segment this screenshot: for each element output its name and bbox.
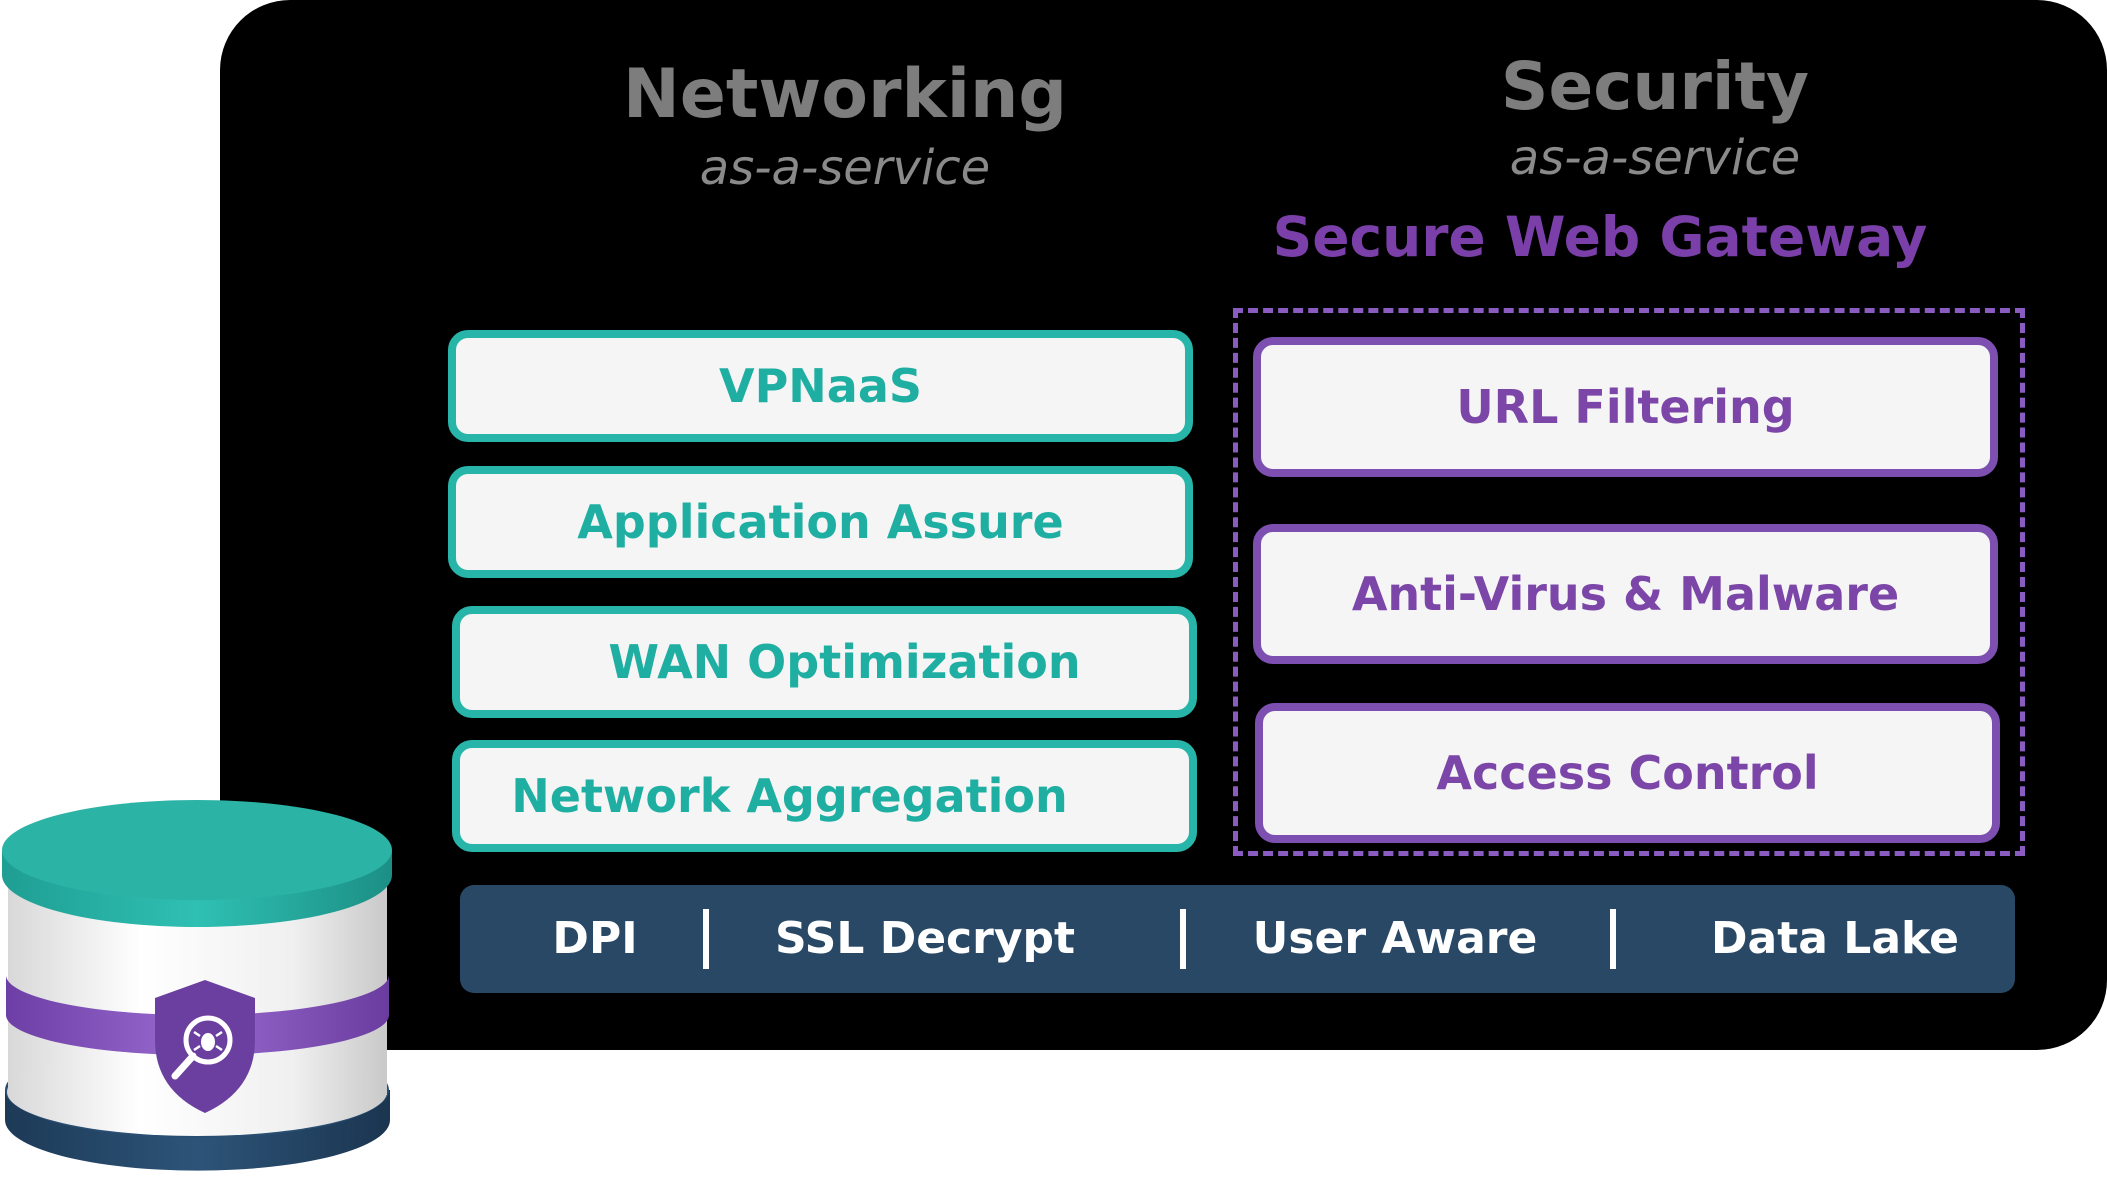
secure-web-gateway-group — [1233, 308, 2025, 856]
security-item-url-filtering: URL Filtering — [1253, 337, 1998, 477]
networking-title: Networking — [622, 55, 1068, 134]
networking-item-vpnaas: VPNaaS — [448, 330, 1193, 442]
security-item-anti-virus-malware: Anti-Virus & Malware — [1253, 524, 1998, 664]
shield-bug-search-icon — [155, 980, 255, 1113]
platform-capabilities-bar: DPI SSL Decrypt User Aware Data Lake — [460, 885, 2015, 993]
security-title: Security — [1500, 48, 1810, 125]
bar-separator — [1180, 909, 1186, 969]
networking-subtitle: as-a-service — [699, 140, 991, 196]
security-item-access-control: Access Control — [1255, 703, 2000, 843]
database-stack-icon — [2, 800, 392, 1171]
bar-item-ssl-decrypt: SSL Decrypt — [774, 913, 1076, 964]
secure-web-gateway-title: Secure Web Gateway — [1272, 205, 1928, 269]
bar-item-data-lake: Data Lake — [1711, 913, 1959, 964]
bar-item-dpi: DPI — [552, 913, 638, 964]
networking-item-application-assure: Application Assure — [448, 466, 1193, 578]
security-subtitle: as-a-service — [1509, 130, 1801, 186]
bar-item-user-aware: User Aware — [1252, 913, 1538, 964]
networking-item-network-aggregation: Network Aggregation — [452, 740, 1197, 852]
networking-item-wan-optimization: WAN Optimization — [452, 606, 1197, 718]
bar-separator — [1610, 909, 1616, 969]
bar-separator — [703, 909, 709, 969]
